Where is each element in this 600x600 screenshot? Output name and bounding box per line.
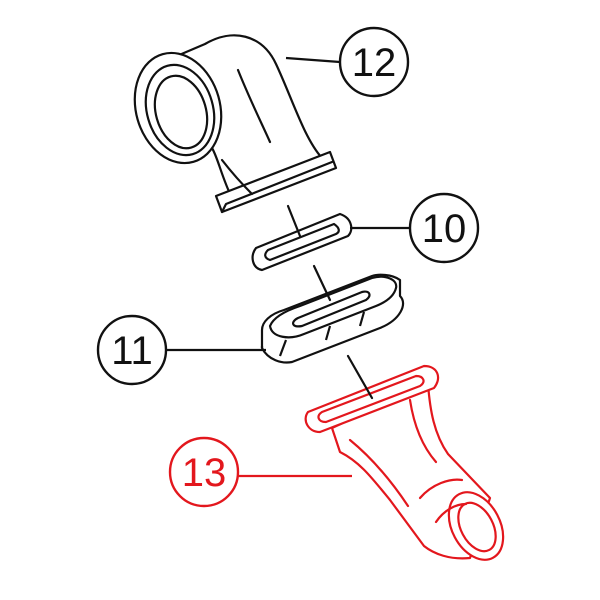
callout-12[interactable]: 12	[285, 26, 410, 98]
callout-circle-11	[96, 314, 168, 386]
connector-contour-2	[408, 398, 438, 464]
connector-rib-1	[418, 478, 464, 500]
callout-label-11: 11	[111, 329, 153, 373]
connector-flange-inner	[317, 374, 425, 424]
callout-label-13: 13	[182, 451, 227, 495]
elbow-upper-opening	[153, 74, 209, 150]
callout-10[interactable]: 10	[350, 192, 480, 264]
part-elbow-fitting[interactable]	[122, 34, 338, 214]
elbow-contour-2	[236, 68, 272, 144]
connector-contour	[348, 438, 410, 508]
elbow-lower-flange-edge	[220, 160, 334, 214]
ring-inner	[264, 222, 340, 262]
nut-bore	[292, 290, 371, 328]
part-union-nut[interactable]	[260, 273, 405, 364]
callout-13[interactable]: 13	[168, 436, 352, 508]
elbow-contour	[220, 158, 254, 196]
callout-label-12: 12	[352, 41, 397, 85]
leader-line-12	[285, 56, 341, 64]
callout-circle-13	[168, 436, 240, 508]
assembly-guides	[286, 204, 374, 400]
callout-11[interactable]: 11	[96, 314, 266, 386]
part-sealing-ring[interactable]	[251, 212, 353, 272]
callout-circle-10	[408, 192, 480, 264]
guide-10-to-11	[312, 264, 332, 302]
guide-11-to-13	[346, 354, 374, 400]
guide-12-to-10	[286, 204, 302, 238]
callout-circle-12	[338, 26, 410, 98]
callout-label-10: 10	[422, 207, 467, 251]
nut-lower-edge	[260, 311, 366, 357]
connector-rib-2	[434, 502, 468, 524]
part-angled-hose-connector[interactable]	[304, 364, 514, 569]
